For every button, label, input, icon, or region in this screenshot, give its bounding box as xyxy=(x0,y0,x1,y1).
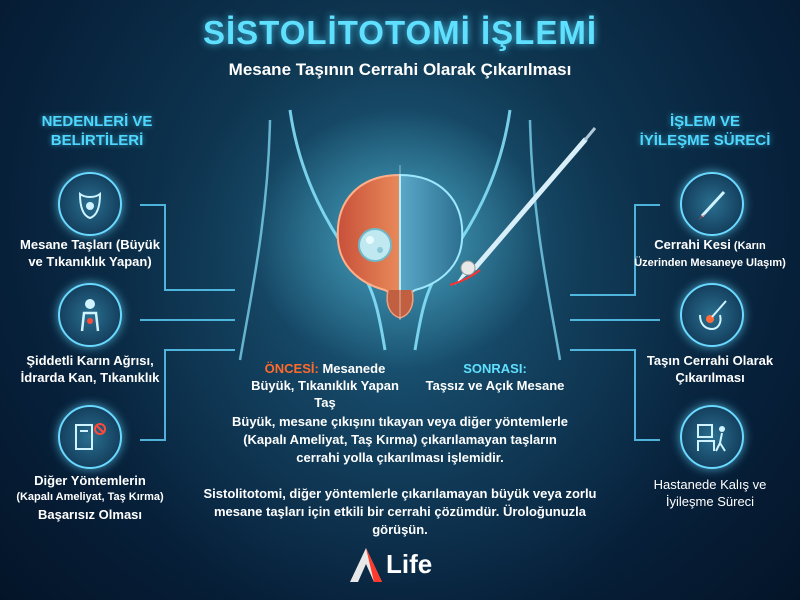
para2-line1: Sistolitotomi, diğer yöntemlerle çıkarıl… xyxy=(203,486,597,501)
bladder-icon xyxy=(58,172,122,236)
cause-item-2-line1: Şiddetli Karın Ağrısı, xyxy=(26,353,154,368)
process-item-1-line1-small: (Karın xyxy=(730,240,766,252)
hospital-stay-icon xyxy=(680,405,744,469)
process-heading: İŞLEM VE İYİLEŞME SÜRECİ xyxy=(620,112,790,150)
causes-heading: NEDENLERİ VE BELİRTİLERİ xyxy=(12,112,182,150)
stone-removal-icon xyxy=(680,283,744,347)
cause-item-2: Şiddetli Karın Ağrısı, İdrarda Kan, Tıka… xyxy=(0,352,190,386)
process-item-3-line1: Hastanede Kalış ve xyxy=(653,477,767,492)
page-title: SİSTOLİTOTOMİ İŞLEMİ xyxy=(202,14,598,51)
cause-item-3-line1: Diğer Yöntemlerin xyxy=(34,473,146,488)
cause-item-1-line2: ve Tıkanıklık Yapan) xyxy=(28,254,152,269)
scalpel-icon xyxy=(680,172,744,236)
process-item-1-line1: Cerrahi Kesi xyxy=(654,237,731,252)
cause-item-1: Mesane Taşları (Büyük ve Tıkanıklık Yapa… xyxy=(0,236,190,270)
process-item-2-line1: Taşın Cerrahi Olarak xyxy=(646,353,774,368)
process-heading-line1: İŞLEM VE xyxy=(669,113,740,130)
patient-pain-icon xyxy=(58,283,122,347)
before-label: ÖNCESİ: xyxy=(264,361,319,376)
after-caption: SONRASI: Taşsız ve Açık Mesane xyxy=(415,360,575,394)
process-item-2-line2: Çıkarılması xyxy=(675,370,745,385)
medical-device-icon xyxy=(58,405,122,469)
logo-mark-icon xyxy=(350,548,382,582)
cause-item-2-line2: İdrarda Kan, Tıkanıklık xyxy=(20,370,160,385)
before-text-2: Büyük, Tıkanıklık Yapan Taş xyxy=(251,378,399,410)
connector-line xyxy=(570,349,660,441)
description-paragraph-1: Büyük, mesane çıkışını tıkayan veya diğe… xyxy=(190,413,610,467)
before-text-1: Mesanede xyxy=(322,361,386,376)
process-item-3-line2: İyileşme Süreci xyxy=(665,494,755,509)
process-item-2: Taşın Cerrahi Olarak Çıkarılması xyxy=(610,352,800,386)
cause-item-3-line2: (Kapalı Ameliyat, Taş Kırma) xyxy=(16,491,164,503)
logo-text: Life xyxy=(386,548,433,579)
causes-heading-line1: NEDENLERİ VE xyxy=(41,113,153,130)
description-paragraph-2: Sistolitotomi, diğer yöntemlerle çıkarıl… xyxy=(190,485,610,539)
para1-line2: (Kapalı Ameliyat, Taş Kırma) çıkarılamay… xyxy=(243,432,557,447)
causes-heading-line2: BELİRTİLERİ xyxy=(50,132,144,149)
bladder-after xyxy=(399,173,464,302)
after-label: SONRASI: xyxy=(463,361,527,376)
process-heading-line2: İYİLEŞME SÜRECİ xyxy=(639,132,771,149)
bladder-stone xyxy=(358,228,392,262)
process-item-3: Hastanede Kalış ve İyileşme Süreci xyxy=(610,476,800,510)
cause-item-1-line1: Mesane Taşları (Büyük xyxy=(20,237,160,252)
after-text: Taşsız ve Açık Mesane xyxy=(425,378,565,393)
connector-line xyxy=(570,204,660,296)
process-item-1: Cerrahi Kesi (Karın Üzerinden Mesaneye U… xyxy=(610,236,800,272)
connector-line xyxy=(140,349,235,441)
process-item-1-line2: Üzerinden Mesaneye Ulaşım) xyxy=(634,257,786,269)
scalpel xyxy=(472,137,588,271)
page-subtitle: Mesane Taşının Cerrahi Olarak Çıkarılmas… xyxy=(228,60,572,79)
para1-line3: cerrahi yolla çıkarılması işlemidir. xyxy=(296,450,504,465)
connector-line xyxy=(140,204,235,291)
before-caption: ÖNCESİ: Mesanede Büyük, Tıkanıklık Yapan… xyxy=(240,360,410,411)
brand-logo: Life xyxy=(348,540,458,588)
cause-item-3-line3: Başarısız Olması xyxy=(37,507,143,522)
para2-line2: mesane taşları için etkili bir cerrahi ç… xyxy=(213,504,587,537)
cause-item-3: Diğer Yöntemlerin (Kapalı Ameliyat, Taş … xyxy=(0,472,190,523)
para1-line1: Büyük, mesane çıkışını tıkayan veya diğe… xyxy=(232,414,568,429)
